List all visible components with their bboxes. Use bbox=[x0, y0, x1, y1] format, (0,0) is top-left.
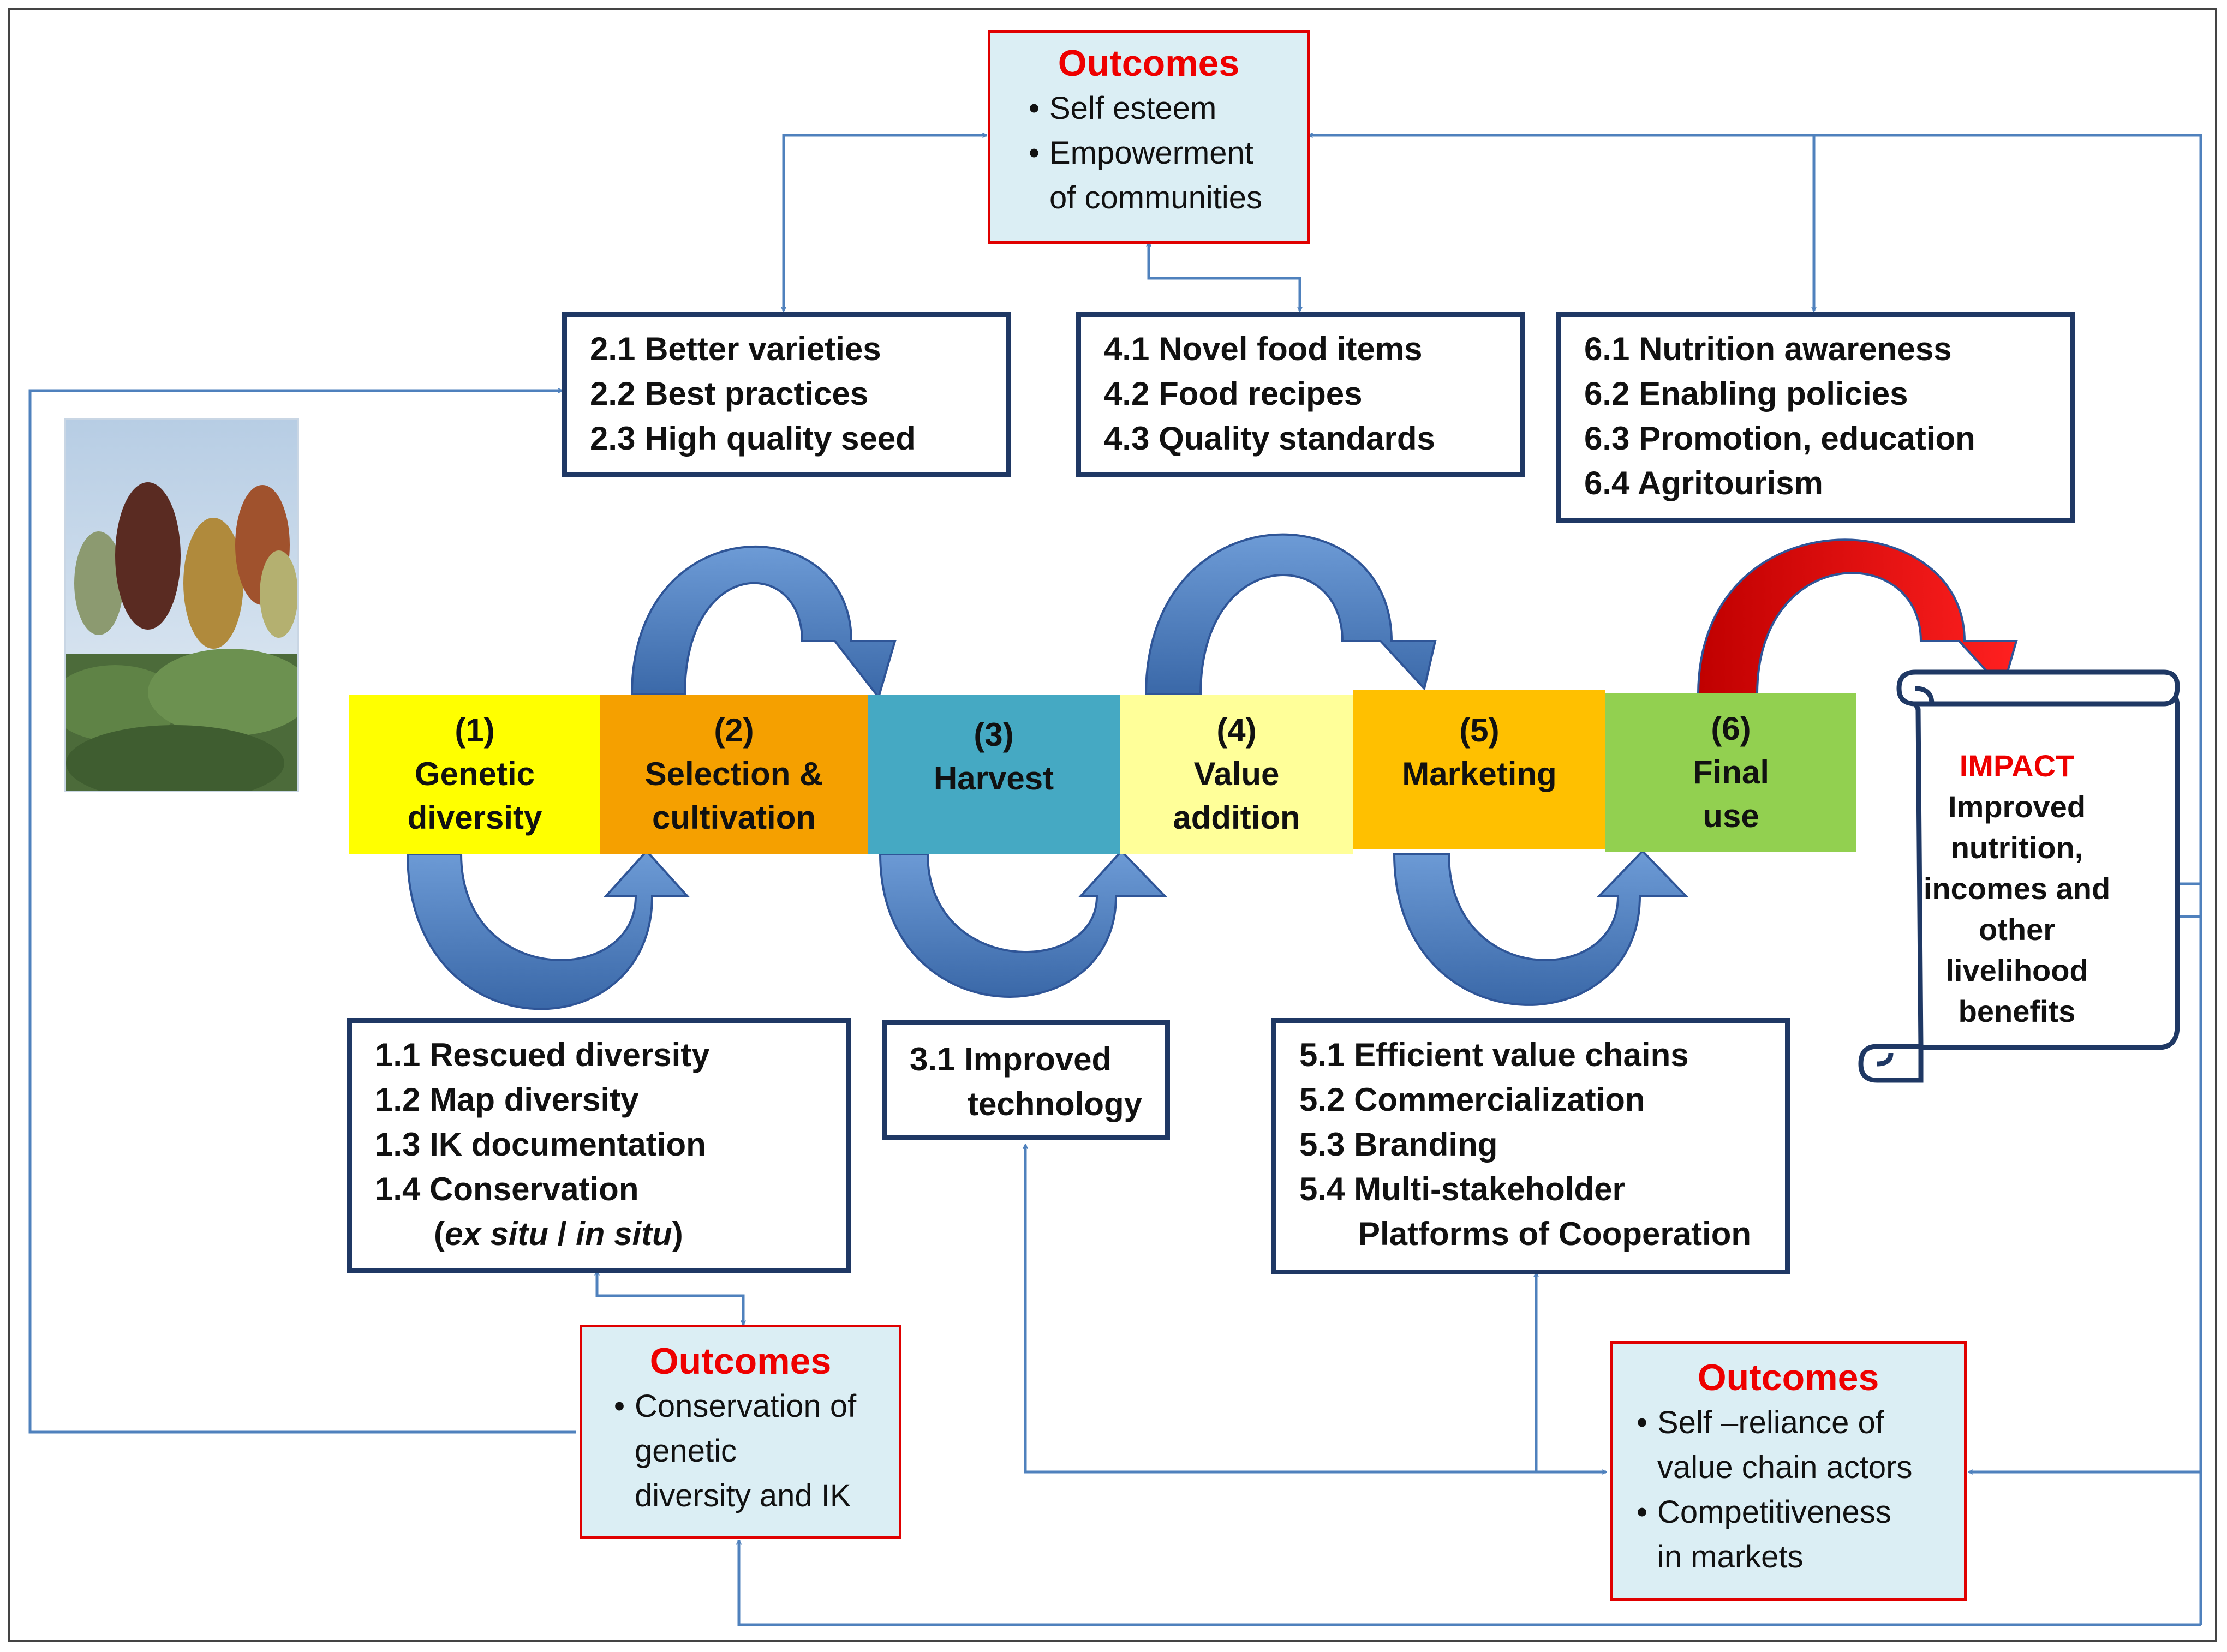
box5-line-2: 5.2 Commercialization bbox=[1299, 1081, 1645, 1118]
connector-box1-to-outcomes-left bbox=[597, 1271, 743, 1325]
box2-line-2: 2.2 Best practices bbox=[590, 375, 869, 412]
connector-box3-to-outcomes-right bbox=[1025, 1145, 1606, 1472]
box5-line-5: Platforms of Cooperation bbox=[1358, 1216, 1752, 1252]
connector-outcomes-top-to-box4 bbox=[1149, 242, 1300, 311]
box-5-marketing-outputs: 5.1 Efficient value chains 5.2 Commercia… bbox=[1271, 1018, 1790, 1274]
outcomes-bottom-left-title: Outcomes bbox=[649, 1340, 832, 1382]
stage-1-genetic-diversity: (1) Genetic diversity bbox=[349, 695, 600, 854]
box1-line-4: 1.4 Conservation bbox=[375, 1171, 639, 1207]
impact-scroll bbox=[1858, 669, 2180, 1083]
sorghum-plant-image bbox=[66, 420, 297, 791]
stage-4-value-addition: (4) Value addition bbox=[1120, 695, 1353, 854]
box1-line-1: 1.1 Rescued diversity bbox=[375, 1037, 710, 1073]
box5-line-4: 5.4 Multi-stakeholder bbox=[1299, 1171, 1625, 1207]
curved-arrows-bottom bbox=[406, 849, 1689, 1010]
box6-line-2: 6.2 Enabling policies bbox=[1584, 375, 1908, 412]
curve-arrow-4-to-5 bbox=[1144, 533, 1437, 696]
box4-line-2: 4.2 Food recipes bbox=[1104, 375, 1363, 412]
box-1-genetic-diversity-outputs: 1.1 Rescued diversity 1.2 Map diversity … bbox=[347, 1018, 851, 1273]
box5-line-1: 5.1 Efficient value chains bbox=[1299, 1037, 1689, 1073]
box2-line-1: 2.1 Better varieties bbox=[590, 331, 881, 367]
box1-line-5: (ex situ / in situ) bbox=[434, 1216, 683, 1252]
stage-6-final-use: (6) Final use bbox=[1605, 693, 1856, 852]
box-2-selection-outputs: 2.1 Better varieties 2.2 Best practices … bbox=[562, 312, 1011, 477]
box3-line-1: 3.1 Improved bbox=[910, 1041, 1112, 1078]
box-3-harvest-outputs: 3.1 Improved technology bbox=[882, 1020, 1170, 1140]
curved-arrows-top bbox=[630, 533, 2018, 700]
outcomes-top-title: Outcomes bbox=[1058, 43, 1240, 84]
box4-line-1: 4.1 Novel food items bbox=[1104, 331, 1423, 367]
stage-5-marketing: (5) Marketing bbox=[1353, 690, 1605, 849]
box6-line-3: 6.3 Promotion, education bbox=[1584, 420, 1975, 457]
box1-line-2: 1.2 Map diversity bbox=[375, 1081, 639, 1118]
connector-left-loop-box2 bbox=[28, 391, 576, 1434]
box5-line-3: 5.3 Branding bbox=[1299, 1126, 1498, 1163]
curve-arrow-1-to-2 bbox=[406, 849, 690, 1010]
box1-line-3: 1.3 IK documentation bbox=[375, 1126, 706, 1163]
box-6-final-use-outputs: 6.1 Nutrition awareness 6.2 Enabling pol… bbox=[1556, 312, 2075, 523]
box4-line-3: 4.3 Quality standards bbox=[1104, 420, 1435, 457]
connector-outcomes-top-to-box2 bbox=[784, 135, 987, 311]
outcomes-bottom-right-title: Outcomes bbox=[1697, 1357, 1879, 1398]
box3-line-2: technology bbox=[968, 1086, 1143, 1122]
connector-bottom-loop bbox=[739, 1540, 2201, 1626]
box6-line-1: 6.1 Nutrition awareness bbox=[1584, 331, 1952, 367]
stage-3-harvest: (3) Harvest bbox=[868, 695, 1120, 854]
curve-arrow-2-to-3 bbox=[630, 546, 897, 700]
diagram-frame bbox=[8, 8, 2217, 1642]
connector-right-to-outcomes-top bbox=[1309, 135, 2202, 1625]
curve-arrow-3-to-4 bbox=[879, 849, 1168, 998]
box2-line-3: 2.3 High quality seed bbox=[590, 420, 916, 457]
curve-arrow-5-to-6 bbox=[1393, 849, 1689, 1006]
box-4-value-addition-outputs: 4.1 Novel food items 4.2 Food recipes 4.… bbox=[1076, 312, 1525, 477]
sorghum-photo bbox=[64, 418, 299, 792]
impact-title: IMPACT bbox=[1959, 749, 2075, 783]
box6-line-4: 6.4 Agritourism bbox=[1584, 465, 1823, 501]
outcomes-top-item-1: •Self esteem bbox=[1028, 91, 1217, 126]
stage-2-selection-cultivation: (2) Selection & cultivation bbox=[600, 695, 868, 854]
impact-text: IMPACT Improved nutrition, incomes and o… bbox=[1891, 745, 2142, 1032]
curve-arrow-6-to-impact bbox=[1697, 538, 2018, 696]
